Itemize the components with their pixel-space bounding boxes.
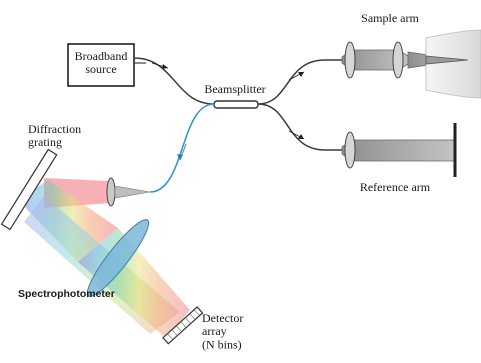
beamsplitter-coupler xyxy=(213,100,259,109)
sample-beam-in-tissue xyxy=(425,55,469,65)
reference-fiber xyxy=(257,103,342,151)
sample-focusing-lens xyxy=(392,41,404,79)
source-fiber xyxy=(133,57,215,105)
reference-collimating-lens xyxy=(344,131,356,169)
spectrometer-focusing-lens xyxy=(86,219,150,297)
sample-tissue xyxy=(425,29,481,99)
detector-fiber xyxy=(149,103,215,193)
source-arrowhead-icon xyxy=(162,64,168,69)
sample-arrowhead-icon xyxy=(298,72,304,77)
beamsplitter-label: Beamsplitter xyxy=(204,82,265,96)
sample-collimating-lens xyxy=(344,41,356,79)
detector-array xyxy=(162,306,204,345)
sample-fiber xyxy=(257,59,342,105)
detector-collimating-lens xyxy=(106,177,116,207)
reference-beam xyxy=(341,139,456,162)
diffraction-grating xyxy=(0,148,58,231)
sample-arm-label: Sample arm xyxy=(361,11,419,25)
broadband-source-box xyxy=(67,43,135,87)
reference-arrowhead-icon xyxy=(298,134,304,139)
fiber-output-cone xyxy=(114,185,151,199)
focused-spectrum xyxy=(78,228,190,338)
reference-arm-label: Reference arm xyxy=(360,180,431,194)
spectrophotometer-label: Spectrophotometer xyxy=(18,288,115,300)
detector-arrowhead-icon xyxy=(177,154,183,160)
